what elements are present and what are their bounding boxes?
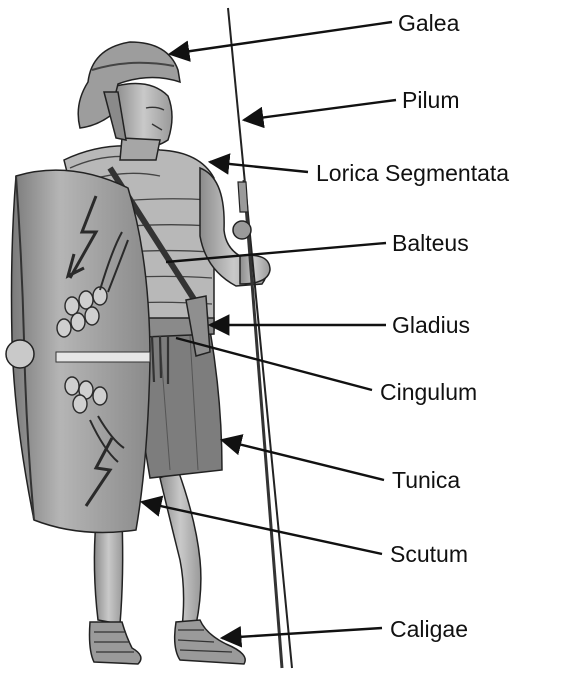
leader-caligae	[222, 628, 382, 638]
label-lorica-segmentata: Lorica Segmentata	[316, 160, 509, 186]
leg-left	[94, 520, 122, 624]
label-caligae: Caligae	[390, 616, 468, 642]
label-scutum: Scutum	[390, 541, 468, 567]
leader-galea	[170, 22, 392, 54]
label-cingulum: Cingulum	[380, 379, 477, 405]
label-balteus: Balteus	[392, 230, 469, 256]
scutum	[6, 170, 150, 532]
leader-lorica	[210, 162, 308, 172]
caliga-left	[90, 622, 141, 664]
label-tunica: Tunica	[392, 467, 460, 493]
leader-pilum	[244, 100, 396, 120]
pilum	[228, 8, 292, 668]
leg-right	[160, 470, 201, 628]
leader-tunica	[222, 440, 384, 480]
label-gladius: Gladius	[392, 312, 470, 338]
label-pilum: Pilum	[402, 87, 460, 113]
label-galea: Galea	[398, 10, 460, 36]
